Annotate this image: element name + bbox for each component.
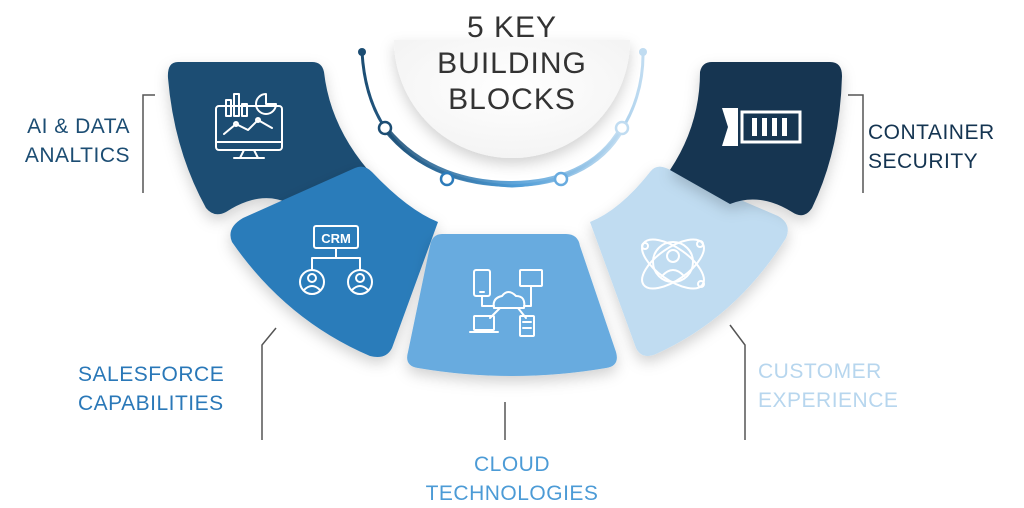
connector-arc-inner — [382, 126, 625, 188]
label-container-line-1: CONTAINER — [868, 121, 995, 144]
leader-line-customer — [729, 324, 746, 440]
label-cloud-line-2: TECHNOLOGIES — [425, 482, 599, 505]
label-ai-data-line-1: AI & DATA — [27, 115, 130, 138]
svg-text:CRM: CRM — [321, 231, 351, 246]
label-container: CONTAINER SECURITY — [868, 118, 1024, 176]
arc-node — [553, 171, 569, 187]
title-line-3: BLOCKS — [448, 83, 576, 116]
label-customer: CUSTOMER EXPERIENCE — [758, 357, 938, 415]
label-container-line-2: SECURITY — [868, 150, 979, 173]
customer-orbit-icon — [641, 238, 705, 290]
block-salesforce — [230, 166, 438, 357]
label-customer-line-2: EXPERIENCE — [758, 389, 899, 412]
title-half-disc — [394, 40, 630, 158]
label-salesforce: SALESFORCE CAPABILITIES — [78, 360, 250, 418]
label-ai-data-line-2: ANALTICS — [24, 144, 130, 167]
container-icon — [722, 108, 802, 146]
arc-node — [439, 171, 455, 187]
block-cloud — [407, 234, 617, 376]
arc-node — [614, 120, 630, 136]
arc-node — [639, 48, 647, 56]
cloud-network-icon — [469, 269, 543, 337]
title-line-1: 5 KEY — [466, 11, 558, 44]
label-ai-data: AI & DATA ANALTICS — [0, 112, 130, 170]
label-salesforce-line-2: CAPABILITIES — [78, 392, 224, 415]
label-salesforce-line-1: SALESFORCE — [78, 363, 225, 386]
label-cloud: CLOUD TECHNOLOGIES — [380, 450, 644, 508]
diagram-title: 5 KEY BUILDING BLOCKS — [400, 10, 624, 118]
arc-node — [377, 120, 393, 136]
leader-line-salesforce — [261, 327, 277, 440]
leader-lines — [142, 94, 864, 440]
crm-hierarchy-icon: CRM — [299, 225, 373, 295]
leader-line-container — [848, 94, 864, 193]
leader-line-ai — [142, 94, 155, 193]
label-customer-line-1: CUSTOMER — [758, 360, 882, 383]
arc-node — [358, 48, 366, 56]
title-line-2: BUILDING — [437, 47, 587, 80]
label-cloud-line-1: CLOUD — [473, 453, 550, 476]
analytics-monitor-icon — [215, 93, 283, 159]
block-ai-data — [167, 62, 368, 215]
block-customer — [590, 166, 788, 356]
block-container — [670, 62, 842, 216]
